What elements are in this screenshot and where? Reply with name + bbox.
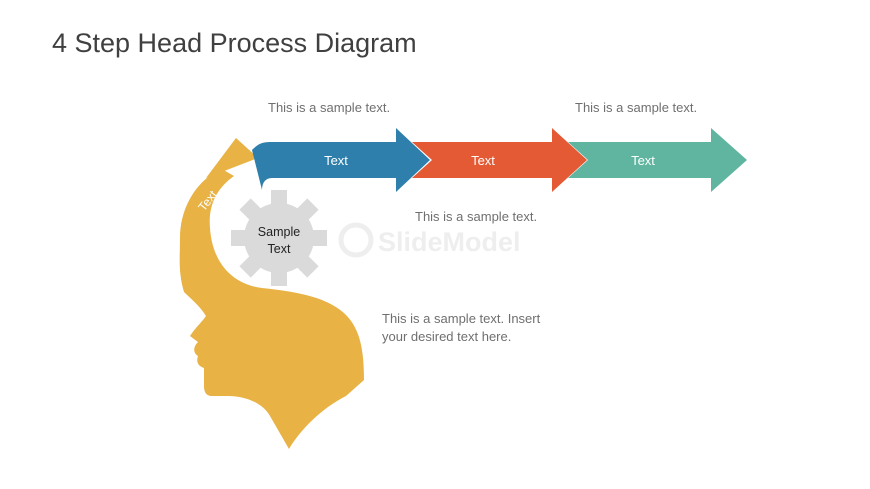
head-silhouette (179, 168, 364, 449)
gear-label-line1: Sample (258, 225, 300, 239)
caption-top-right: This is a sample text. (575, 100, 698, 115)
watermark: SlideModel (338, 222, 521, 258)
gear-label-line2: Text (268, 242, 291, 256)
step-4-label: Text (631, 153, 655, 168)
step-2-label: Text (324, 153, 348, 168)
step-1-arrowhead (206, 138, 258, 178)
step-4-arrow (568, 128, 747, 192)
caption-middle: This is a sample text. (415, 209, 538, 224)
gear-icon (231, 190, 327, 286)
caption-bottom: This is a sample text. Insert your desir… (382, 311, 541, 344)
slide-title: 4 Step Head Process Diagram (52, 28, 417, 58)
step-3-arrow (412, 128, 587, 192)
svg-text:SlideModel: SlideModel (378, 227, 521, 257)
step-2-arrow (252, 128, 430, 192)
caption-top-left: This is a sample text. (268, 100, 391, 115)
step-3-label: Text (471, 153, 495, 168)
